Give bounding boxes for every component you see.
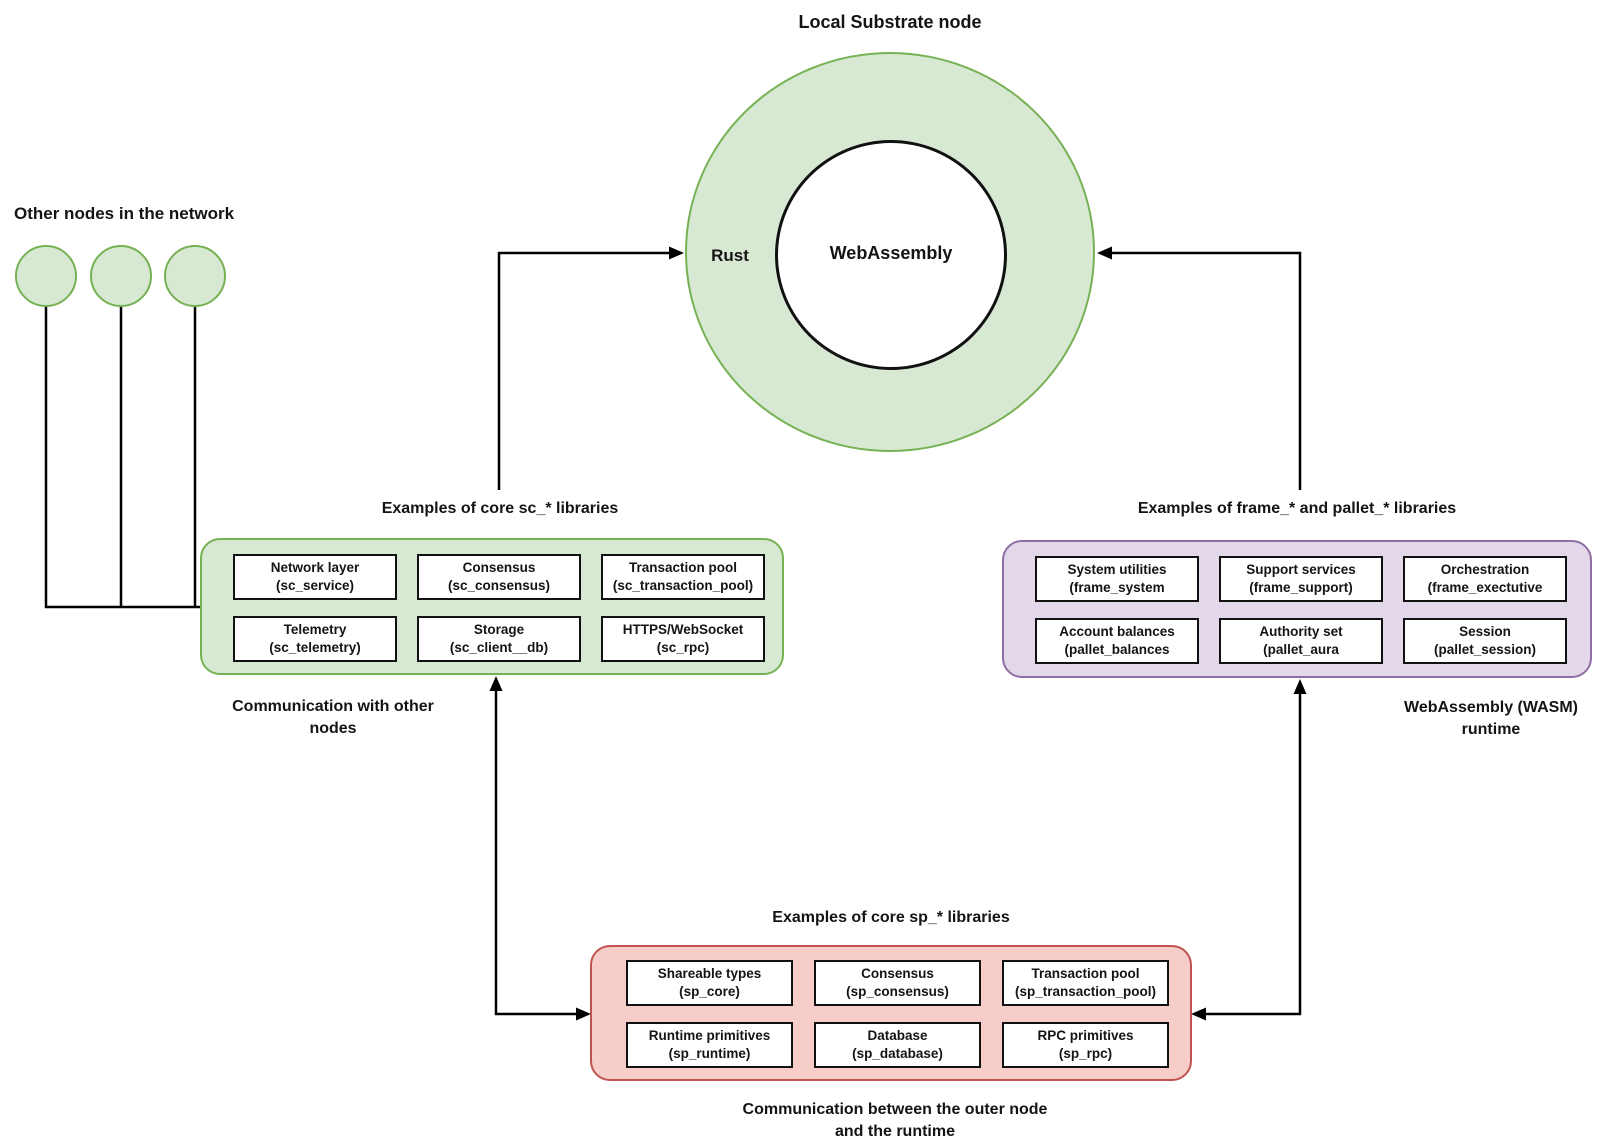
arrow-sp-frame-line (1206, 693, 1302, 1016)
library-cell-sp-core: Shareable types(sp_core) (626, 960, 793, 1006)
sp-libraries-box: Shareable types(sp_core) Consensus(sp_co… (590, 945, 1192, 1081)
library-cell-sc-service: Network layer(sc_service) (233, 554, 397, 600)
arrowhead-into-sp-box-right (1191, 1007, 1206, 1021)
frame-libraries-box: System utilities(frame_system Support se… (1002, 540, 1592, 678)
local-node-title: Local Substrate node (798, 12, 982, 32)
sp-caption: Communication between the outer node and… (742, 1101, 1048, 1140)
sc-libraries-title: Examples of core sc_* libraries (381, 500, 619, 517)
wasm-runtime-circle (775, 140, 1007, 370)
library-cell-sc-telemetry: Telemetry(sc_telemetry) (233, 616, 397, 662)
library-cell-sp-runtime: Runtime primitives(sp_runtime) (626, 1022, 793, 1068)
arrow-sc-to-node-line (497, 251, 669, 490)
library-cell-frame-system: System utilities(frame_system (1035, 556, 1199, 602)
library-cell-pallet-aura: Authority set(pallet_aura (1219, 618, 1383, 664)
sc-libraries-box: Network layer(sc_service) Consensus(sc_c… (200, 538, 784, 675)
library-cell-sp-transaction-pool: Transaction pool(sp_transaction_pool) (1002, 960, 1169, 1006)
library-cell-frame-support: Support services(frame_support) (1219, 556, 1383, 602)
other-nodes-label: Other nodes in the network (14, 204, 235, 223)
peer-node-circle (90, 245, 152, 307)
library-cell-sc-client-db: Storage(sc_client__db) (417, 616, 581, 662)
webassembly-label: WebAssembly (829, 243, 953, 263)
arrowhead-into-node-right (1097, 246, 1112, 260)
library-cell-sc-transaction-pool: Transaction pool(sc_transaction_pool) (601, 554, 765, 600)
library-cell-sc-consensus: Consensus(sc_consensus) (417, 554, 581, 600)
library-cell-sc-rpc: HTTPS/WebSocket(sc_rpc) (601, 616, 765, 662)
frame-libraries-title: Examples of frame_* and pallet_* librari… (1137, 500, 1457, 517)
sc-caption: Communication with other nodes (232, 698, 434, 737)
rust-label: Rust (711, 246, 749, 265)
frame-caption: WebAssembly (WASM) runtime (1404, 699, 1578, 738)
arrow-frame-to-node-line (1112, 251, 1302, 490)
arrowhead-into-node-left (669, 246, 684, 260)
peer-node-circle (164, 245, 226, 307)
peer-links (44, 307, 202, 609)
sp-libraries-title: Examples of core sp_* libraries (772, 909, 1010, 926)
library-cell-pallet-session: Session(pallet_session) (1403, 618, 1567, 664)
library-cell-pallet-balances: Account balances(pallet_balances (1035, 618, 1199, 664)
arrowhead-into-sp-box-left (576, 1007, 591, 1021)
library-cell-sp-rpc: RPC primitives(sp_rpc) (1002, 1022, 1169, 1068)
peer-node-circle (15, 245, 77, 307)
library-cell-sp-consensus: Consensus(sp_consensus) (814, 960, 981, 1006)
arrowhead-into-sc-box (489, 676, 503, 691)
arrow-sp-sc-line (494, 690, 576, 1016)
library-cell-sp-database: Database(sp_database) (814, 1022, 981, 1068)
library-cell-frame-executive: Orchestration(frame_exectutive (1403, 556, 1567, 602)
arrowhead-into-frame-box (1293, 679, 1307, 694)
